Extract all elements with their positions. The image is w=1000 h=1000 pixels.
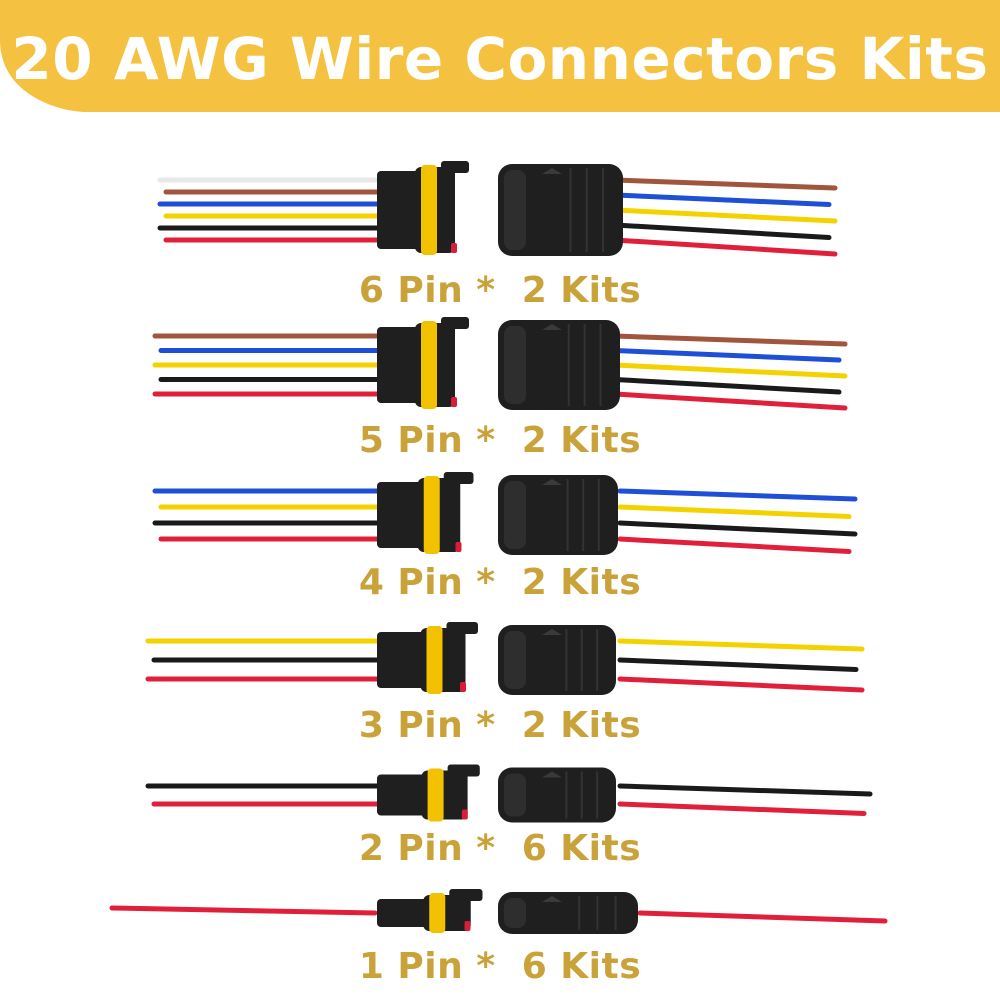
female-connector-latch bbox=[446, 622, 478, 634]
male-connector-latch-ramp bbox=[542, 324, 562, 330]
right-wire-red bbox=[637, 910, 888, 924]
male-connector-mouth bbox=[504, 631, 526, 689]
right-wire-red bbox=[612, 237, 838, 257]
female-connector-seal bbox=[421, 321, 437, 409]
kit-label-1-pin: 1 Pin * 6 Kits bbox=[358, 946, 642, 987]
male-connector-mouth bbox=[504, 481, 526, 549]
male-connector-latch-ramp bbox=[542, 479, 562, 485]
right-wire-black bbox=[617, 783, 873, 797]
right-wire-brown bbox=[612, 177, 838, 191]
right-wire-red bbox=[617, 676, 865, 693]
banner bbox=[0, 0, 1000, 112]
female-connector-red-seal bbox=[451, 243, 457, 253]
male-connector-latch-ramp bbox=[542, 896, 562, 902]
male-connector-housing bbox=[498, 475, 618, 555]
female-connector-seal bbox=[421, 165, 437, 255]
male-connector-latch-ramp bbox=[542, 629, 562, 635]
male-connector-housing bbox=[498, 767, 616, 823]
banner-title: 20 AWG Wire Connectors Kits bbox=[11, 25, 989, 93]
right-wire-red bbox=[617, 801, 867, 816]
female-connector-body bbox=[377, 632, 427, 688]
female-connector-seal bbox=[427, 768, 444, 822]
female-connector-body bbox=[377, 327, 421, 403]
right-wire-black bbox=[612, 377, 842, 395]
right-wire-yellow bbox=[612, 207, 838, 224]
female-connector-body bbox=[377, 171, 421, 249]
female-connector-body bbox=[377, 482, 424, 548]
male-connector-housing bbox=[498, 320, 620, 410]
female-connector-seal bbox=[429, 893, 446, 933]
left-wire-red bbox=[109, 905, 378, 916]
male-connector-housing bbox=[498, 164, 623, 256]
right-wire-brown bbox=[612, 333, 848, 347]
female-connector-red-seal bbox=[460, 682, 466, 692]
right-wire-black bbox=[617, 520, 858, 537]
male-connector-latch-ramp bbox=[542, 168, 562, 174]
kit-label-2-pin: 2 Pin * 6 Kits bbox=[358, 828, 642, 869]
right-wire-yellow bbox=[617, 504, 852, 519]
kit-label-6-pin: 6 Pin * 2 Kits bbox=[358, 270, 642, 311]
right-wire-yellow bbox=[612, 362, 848, 379]
female-connector-seal bbox=[423, 476, 440, 554]
female-connector-red-seal bbox=[455, 542, 462, 552]
female-connector-latch bbox=[447, 764, 480, 777]
kit-label-4-pin: 4 Pin * 2 Kits bbox=[358, 562, 642, 603]
right-wire-blue bbox=[617, 488, 858, 502]
female-connector-latch bbox=[449, 889, 483, 901]
female-connector-latch bbox=[441, 161, 469, 173]
female-connector-body bbox=[377, 899, 430, 927]
kit-label-5-pin: 5 Pin * 2 Kits bbox=[358, 420, 642, 461]
female-connector-body bbox=[377, 774, 428, 816]
female-connector-seal bbox=[426, 626, 443, 694]
female-connector-latch bbox=[441, 317, 469, 329]
right-wire-black bbox=[617, 657, 859, 672]
right-wire-blue bbox=[612, 192, 832, 207]
male-connector-mouth bbox=[504, 326, 526, 404]
right-wire-red bbox=[612, 391, 848, 411]
male-connector-mouth bbox=[504, 170, 526, 250]
male-connector-mouth bbox=[504, 898, 526, 928]
right-wire-blue bbox=[612, 348, 842, 363]
male-connector-housing bbox=[498, 625, 616, 695]
male-connector-mouth bbox=[504, 773, 526, 817]
right-wire-black bbox=[612, 222, 832, 240]
female-connector-red-seal bbox=[461, 809, 468, 820]
female-connector-latch bbox=[443, 472, 474, 484]
male-connector-housing bbox=[498, 892, 638, 934]
male-connector-latch-ramp bbox=[542, 771, 562, 778]
female-connector-red-seal bbox=[451, 397, 457, 407]
female-connector-red-seal bbox=[464, 921, 471, 931]
right-wire-yellow bbox=[617, 638, 865, 652]
banner-shape bbox=[0, 0, 1000, 112]
right-wire-red bbox=[617, 536, 852, 554]
kit-label-3-pin: 3 Pin * 2 Kits bbox=[358, 705, 642, 746]
